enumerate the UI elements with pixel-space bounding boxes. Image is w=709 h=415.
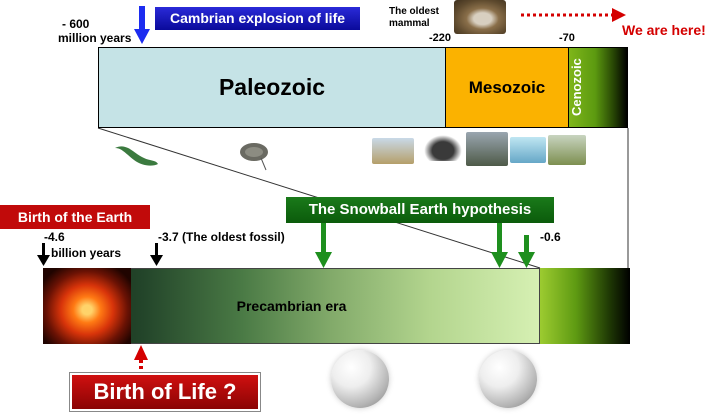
era-paleozoic-label: Paleozoic xyxy=(218,74,326,100)
precambrian-label: Precambrian era xyxy=(236,298,347,314)
snowball-arrow-1-icon xyxy=(315,223,332,268)
tick-minus-220: -220 xyxy=(429,32,452,44)
tick-minus-4-6: -4.6 xyxy=(44,230,65,244)
dinosaur-picture-3 xyxy=(466,132,508,166)
oldest-fossil-arrow-icon xyxy=(150,243,163,266)
dinosaur-picture-2 xyxy=(424,135,462,161)
era-mesozoic: Mesozoic xyxy=(446,47,568,128)
dinosaur-picture-1 xyxy=(372,138,414,164)
era-cenozoic-label: Cenozoic xyxy=(569,58,584,117)
trilobite-fossil-icon xyxy=(240,143,268,171)
cambrian-arrow-icon xyxy=(134,6,150,44)
snowball-earth-banner: The Snowball Earth hypothesis xyxy=(286,197,554,223)
snowball-arrow-2-icon xyxy=(491,223,508,268)
snowball-earth-globe-2 xyxy=(479,350,537,408)
tick-minus-0-6: -0.6 xyxy=(540,230,561,244)
label-minus-600: - 600 xyxy=(62,17,90,31)
oldest-mammal-line1: The oldest xyxy=(389,6,440,17)
label-million-years: million years xyxy=(58,31,132,45)
worm-fossil-icon xyxy=(115,146,158,166)
era-mesozoic-label: Mesozoic xyxy=(468,77,546,97)
snowball-earth-globe-1 xyxy=(331,350,389,408)
dinosaur-picture-4 xyxy=(510,137,546,163)
era-paleozoic: Paleozoic xyxy=(98,47,446,128)
era-cenozoic xyxy=(568,47,628,128)
volcano-picture xyxy=(43,268,131,344)
we-are-here-arrow-icon xyxy=(521,8,626,22)
cambrian-banner: Cambrian explosion of life xyxy=(155,7,360,30)
oldest-mammal-label: The oldest mammal xyxy=(389,6,439,30)
phanerozoic-gradient xyxy=(540,268,630,344)
birth-of-earth-banner: Birth of the Earth xyxy=(0,205,150,229)
dinosaur-picture-5 xyxy=(548,135,586,165)
we-are-here-label: We are here! xyxy=(622,22,706,38)
label-billion-years: billion years xyxy=(51,246,122,260)
oldest-mammal-line2: mammal xyxy=(389,18,430,29)
birth-of-life-arrow-icon xyxy=(134,345,148,373)
birth-of-life-banner: Birth of Life ? xyxy=(69,372,261,412)
oldest-mammal-photo xyxy=(454,0,506,34)
birth-earth-arrow-icon xyxy=(37,243,50,266)
tick-minus-70: -70 xyxy=(559,32,575,44)
label-oldest-fossil: -3.7 (The oldest fossil) xyxy=(158,230,285,244)
snowball-arrow-3-icon xyxy=(518,235,535,268)
